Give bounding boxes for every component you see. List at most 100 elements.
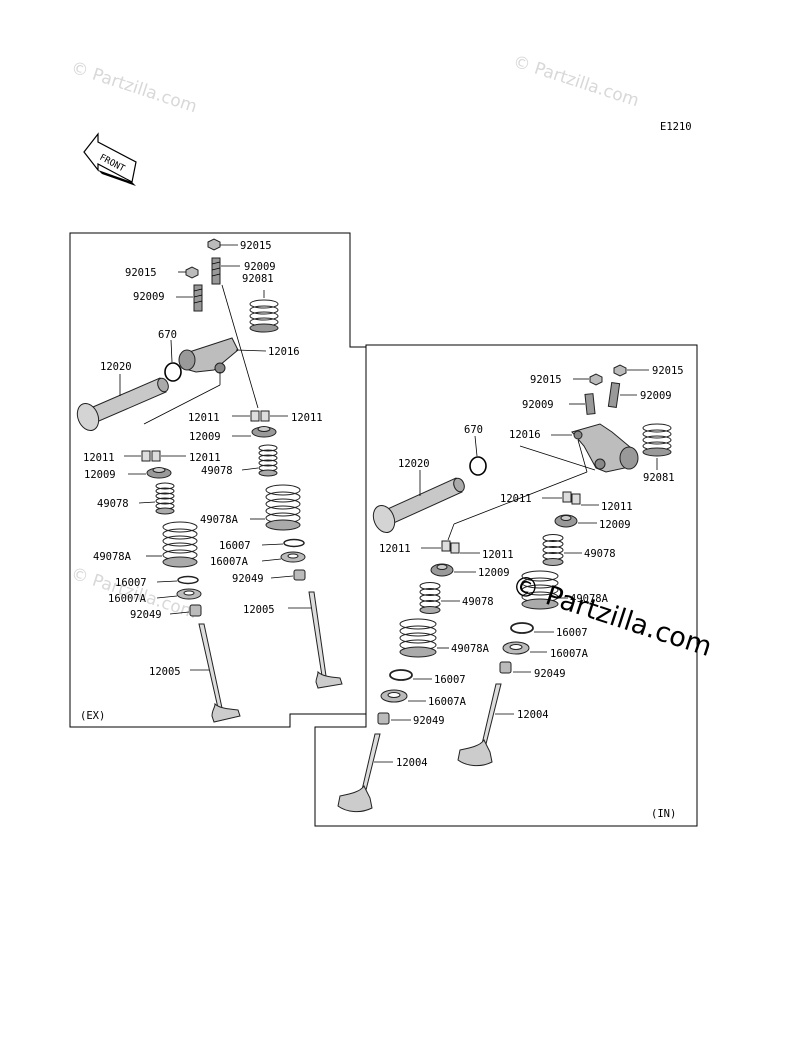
in-label-spring-r-out: 49078A — [570, 593, 609, 605]
ex-nut-top-icon — [207, 238, 238, 251]
in-label-keeper-l2: 12011 — [482, 549, 514, 561]
ex-left-outer-spring-icon — [146, 521, 198, 568]
front-arrow-icon: FRONT — [83, 132, 137, 186]
exhaust-panel: (EX) 92015 92015 92009 92009 92081 — [69, 232, 367, 728]
in-label-keeper-r1: 12011 — [500, 493, 532, 505]
in-right-seat-a-icon — [502, 641, 547, 655]
ex-label-shaft: 12020 — [100, 361, 132, 373]
in-label-valve-r: 12004 — [517, 709, 549, 721]
ex-right-inner-spring-icon — [241, 444, 278, 477]
ex-left-keepers-icon — [124, 450, 186, 462]
ex-right-outer-spring-icon — [250, 484, 301, 531]
ex-label-keeper-r2: 12011 — [291, 412, 323, 424]
ex-label-seat-l: 16007 — [115, 577, 147, 589]
in-screw-top-icon — [607, 381, 637, 409]
in-label-seat-r: 16007 — [556, 627, 588, 639]
in-label-screw-top: 92009 — [640, 390, 672, 402]
in-label-seat-r-a: 16007A — [550, 648, 589, 660]
ex-label-keeper-r1: 12011 — [188, 412, 220, 424]
ex-left-inner-spring-icon — [138, 482, 175, 515]
in-right-valve-icon — [457, 683, 514, 767]
in-left-seat-a-icon — [380, 689, 426, 703]
in-label-keeper-r2: 12011 — [601, 501, 633, 513]
in-left-inner-spring-icon — [419, 582, 460, 614]
ex-right-keepers-icon — [232, 410, 288, 422]
ex-label-screw-left: 92009 — [133, 291, 165, 303]
in-left-seal-icon — [377, 712, 411, 725]
ex-label-retainer-l: 12009 — [84, 469, 116, 481]
in-label-retainer-r: 12009 — [599, 519, 631, 531]
ex-label-oring: 670 — [158, 329, 177, 341]
ex-label-keeper-l1: 12011 — [83, 452, 115, 464]
in-right-retainer-icon — [554, 514, 597, 528]
ex-screw-top-icon — [211, 257, 240, 285]
ex-right-valve-icon — [288, 591, 343, 689]
in-label-valve-l: 12004 — [396, 757, 428, 769]
in-left-seat-icon — [389, 669, 432, 681]
ex-label-rocker: 12016 — [268, 346, 300, 358]
ex-nut-left-icon — [178, 266, 199, 279]
watermark-large: © Partzilla.com — [508, 569, 716, 663]
ex-label-nut-left: 92015 — [125, 267, 157, 279]
in-left-retainer-icon — [430, 563, 476, 577]
in-label-seal-r: 92049 — [534, 668, 566, 680]
in-left-outer-spring-icon — [399, 618, 449, 658]
in-label-spring-l-in: 49078 — [462, 596, 494, 608]
in-label-nut-top: 92015 — [652, 365, 684, 377]
in-screw-left-icon — [569, 393, 596, 415]
ex-label-keeper-l2: 12011 — [189, 452, 221, 464]
in-nut-top-icon — [613, 364, 649, 377]
in-label-keeper-l1: 12011 — [379, 543, 411, 555]
in-label-seal-l: 92049 — [413, 715, 445, 727]
ex-right-seal-icon — [270, 569, 306, 581]
ex-label-seat-l-a: 16007A — [108, 593, 147, 605]
in-rocker-spring-icon — [642, 423, 672, 470]
ex-oring-icon — [164, 362, 182, 382]
in-rocker-arm-icon — [447, 423, 639, 541]
ex-left-seat-icon — [156, 575, 199, 585]
ex-label-valve-l: 12005 — [149, 666, 181, 678]
ex-label-spring-r-out: 49078A — [200, 514, 239, 526]
in-label-spring-l-out: 49078A — [451, 643, 490, 655]
in-left-keepers-icon — [421, 540, 480, 554]
in-label-rocker: 12016 — [509, 429, 541, 441]
watermark-1: © Partzilla.com — [68, 58, 199, 118]
ex-label-valve-r: 12005 — [243, 604, 275, 616]
in-label-retainer-l: 12009 — [478, 567, 510, 579]
ex-left-seat-a-icon — [156, 588, 202, 600]
in-label-oring: 670 — [464, 424, 483, 436]
ex-label-screw-top: 92009 — [244, 261, 276, 273]
ex-rocker-arm-icon — [143, 284, 267, 425]
ex-label-seat-r: 16007 — [219, 540, 251, 552]
intake-panel: (IN) 92015 92015 92009 92009 92081 — [314, 344, 698, 827]
in-right-inner-spring-icon — [542, 534, 582, 566]
in-label-seat-l: 16007 — [434, 674, 466, 686]
ex-label-spring-l-out: 49078A — [93, 551, 132, 563]
diagram-code: E1210 — [660, 121, 692, 133]
ex-label-seat-r-a: 16007A — [210, 556, 249, 568]
ex-right-seat-a-icon — [261, 551, 306, 563]
ex-label-seal-r: 92049 — [232, 573, 264, 585]
in-oring-icon — [469, 456, 487, 476]
in-panel-tag: (IN) — [651, 808, 676, 820]
in-label-shaft: 12020 — [398, 458, 430, 470]
ex-rocker-shaft-icon — [76, 374, 169, 432]
ex-left-retainer-icon — [128, 467, 172, 479]
watermark-2: © Partzilla.com — [510, 52, 641, 112]
ex-panel-tag: (EX) — [80, 710, 105, 722]
ex-left-valve-icon — [190, 623, 241, 723]
in-label-screw-left: 92009 — [522, 399, 554, 411]
ex-label-spring-arm: 92081 — [242, 273, 274, 285]
in-label-seat-l-a: 16007A — [428, 696, 467, 708]
ex-rocker-spring-icon — [249, 290, 279, 333]
in-label-spring-arm: 92081 — [643, 472, 675, 484]
in-rocker-shaft-icon — [372, 470, 465, 534]
ex-screw-left-icon — [176, 284, 203, 312]
ex-label-seal-l: 92049 — [130, 609, 162, 621]
in-label-spring-r-in: 49078 — [584, 548, 616, 560]
in-left-valve-icon — [337, 733, 393, 813]
in-nut-left-icon — [573, 373, 603, 386]
in-right-seal-icon — [499, 661, 531, 674]
